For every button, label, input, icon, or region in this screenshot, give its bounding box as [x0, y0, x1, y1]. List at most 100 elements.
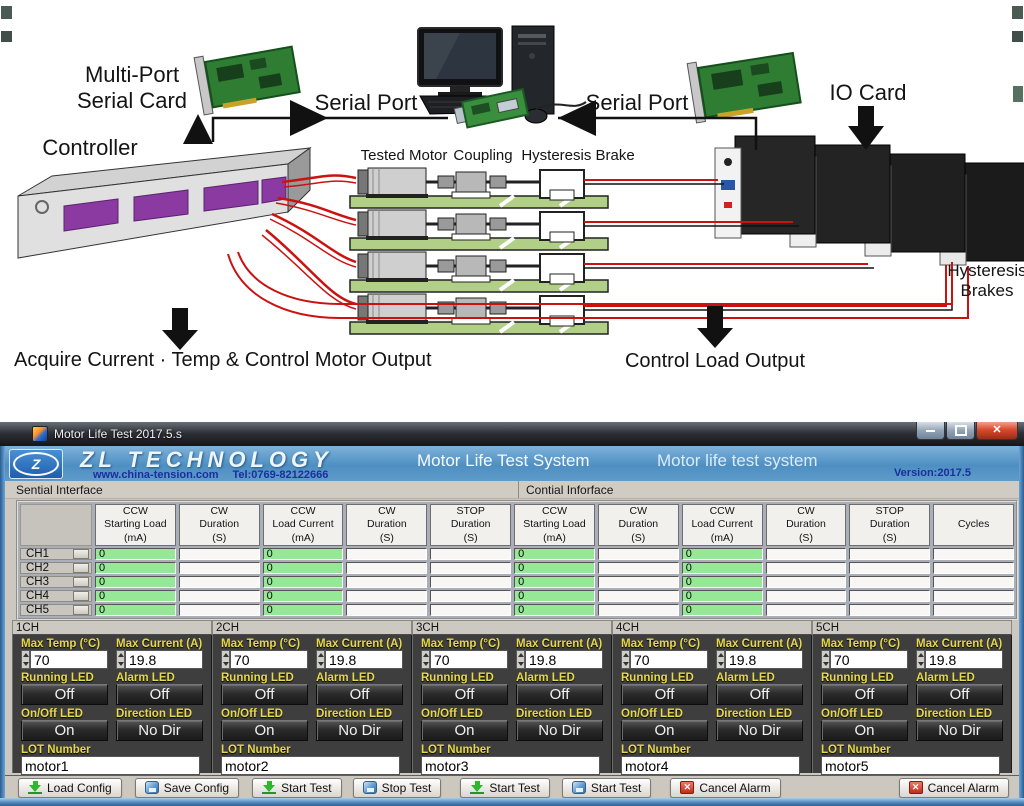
table-cell[interactable] [597, 604, 679, 616]
table-cell[interactable]: 0 [262, 548, 344, 560]
table-cell[interactable]: 0 [262, 562, 344, 574]
table-cell[interactable] [933, 604, 1014, 616]
spinner-buttons[interactable] [316, 650, 325, 669]
direction-led-indicator[interactable]: No Dir [916, 720, 1003, 741]
channel-toggle-button[interactable] [73, 577, 89, 587]
start-test-button[interactable]: Start Test [252, 777, 342, 798]
channel-toggle-button[interactable] [73, 605, 89, 615]
alarm-led-indicator[interactable]: Off [116, 684, 203, 705]
load-config-button[interactable]: Load Config [18, 777, 122, 798]
table-cell[interactable]: 0 [681, 548, 763, 560]
table-cell[interactable] [849, 576, 931, 588]
channel-toggle-button[interactable] [73, 549, 89, 559]
minimize-button[interactable] [916, 422, 945, 440]
table-cell[interactable] [597, 576, 679, 588]
table-cell[interactable]: 0 [262, 576, 344, 588]
table-cell[interactable]: 0 [95, 590, 176, 602]
table-cell[interactable] [597, 548, 679, 560]
lot-number-input[interactable]: motor2 [221, 756, 400, 775]
tab-control-interface[interactable]: Contial Inforface [526, 483, 614, 497]
table-cell[interactable] [933, 562, 1014, 574]
table-cell[interactable] [430, 604, 512, 616]
save-config-button[interactable]: Save Config [134, 777, 240, 798]
table-cell[interactable] [765, 562, 847, 574]
spinner-buttons[interactable] [716, 650, 725, 669]
running-led-indicator[interactable]: Off [421, 684, 508, 705]
max-current-input[interactable]: 19.8 [525, 650, 603, 669]
onoff-led-indicator[interactable]: On [821, 720, 908, 741]
max-current-input[interactable]: 19.8 [125, 650, 203, 669]
spinner-buttons[interactable] [916, 650, 925, 669]
spinner-buttons[interactable] [621, 650, 630, 669]
onoff-led-indicator[interactable]: On [21, 720, 108, 741]
table-cell[interactable] [849, 548, 931, 560]
spinner-buttons[interactable] [421, 650, 430, 669]
table-cell[interactable] [346, 576, 428, 588]
table-cell[interactable]: 0 [95, 562, 176, 574]
table-cell[interactable]: 0 [95, 604, 176, 616]
table-cell[interactable] [765, 576, 847, 588]
table-cell[interactable]: 0 [514, 562, 595, 574]
table-cell[interactable] [597, 562, 679, 574]
spinner-buttons[interactable] [821, 650, 830, 669]
onoff-led-indicator[interactable]: On [221, 720, 308, 741]
max-current-input[interactable]: 19.8 [925, 650, 1003, 669]
alarm-led-indicator[interactable]: Off [716, 684, 803, 705]
table-cell[interactable] [430, 590, 512, 602]
direction-led-indicator[interactable]: No Dir [516, 720, 603, 741]
table-cell[interactable]: 0 [514, 548, 595, 560]
start-test-button[interactable]: Start Test [561, 777, 652, 798]
max-temp-input[interactable]: 70 [830, 650, 908, 669]
table-cell[interactable] [178, 604, 260, 616]
alarm-led-indicator[interactable]: Off [516, 684, 603, 705]
table-cell[interactable] [765, 604, 847, 616]
table-cell[interactable] [430, 576, 512, 588]
table-cell[interactable] [849, 604, 931, 616]
cancel-alarm-button[interactable]: Cancel Alarm [670, 777, 781, 798]
table-cell[interactable]: 0 [681, 562, 763, 574]
maximize-button[interactable] [946, 422, 975, 440]
table-cell[interactable] [765, 590, 847, 602]
table-cell[interactable] [346, 604, 428, 616]
table-cell[interactable] [430, 548, 512, 560]
lot-number-input[interactable]: motor4 [621, 756, 800, 775]
table-cell[interactable]: 0 [95, 548, 176, 560]
channel-toggle-button[interactable] [73, 591, 89, 601]
website-link[interactable]: www.china-tension.com [93, 469, 219, 481]
table-cell[interactable] [430, 562, 512, 574]
spinner-buttons[interactable] [21, 650, 30, 669]
max-temp-input[interactable]: 70 [430, 650, 508, 669]
table-cell[interactable]: 0 [681, 604, 763, 616]
table-cell[interactable]: 0 [514, 590, 595, 602]
table-cell[interactable] [933, 576, 1014, 588]
table-cell[interactable] [178, 548, 260, 560]
table-cell[interactable] [597, 590, 679, 602]
table-cell[interactable]: 0 [95, 576, 176, 588]
max-current-input[interactable]: 19.8 [325, 650, 403, 669]
table-cell[interactable] [933, 590, 1014, 602]
table-cell[interactable] [849, 590, 931, 602]
table-cell[interactable] [178, 590, 260, 602]
close-button[interactable]: ✕ [976, 422, 1018, 440]
table-cell[interactable]: 0 [681, 576, 763, 588]
table-cell[interactable] [765, 548, 847, 560]
spinner-buttons[interactable] [516, 650, 525, 669]
running-led-indicator[interactable]: Off [621, 684, 708, 705]
alarm-led-indicator[interactable]: Off [316, 684, 403, 705]
direction-led-indicator[interactable]: No Dir [316, 720, 403, 741]
table-cell[interactable]: 0 [262, 590, 344, 602]
lot-number-input[interactable]: motor5 [821, 756, 1000, 775]
table-cell[interactable]: 0 [681, 590, 763, 602]
alarm-led-indicator[interactable]: Off [916, 684, 1003, 705]
running-led-indicator[interactable]: Off [221, 684, 308, 705]
direction-led-indicator[interactable]: No Dir [116, 720, 203, 741]
table-cell[interactable] [178, 576, 260, 588]
running-led-indicator[interactable]: Off [21, 684, 108, 705]
lot-number-input[interactable]: motor3 [421, 756, 600, 775]
table-cell[interactable] [178, 562, 260, 574]
table-cell[interactable] [849, 562, 931, 574]
cancel-alarm-button[interactable]: Cancel Alarm [898, 777, 1009, 798]
max-temp-input[interactable]: 70 [30, 650, 108, 669]
table-cell[interactable] [346, 548, 428, 560]
direction-led-indicator[interactable]: No Dir [716, 720, 803, 741]
